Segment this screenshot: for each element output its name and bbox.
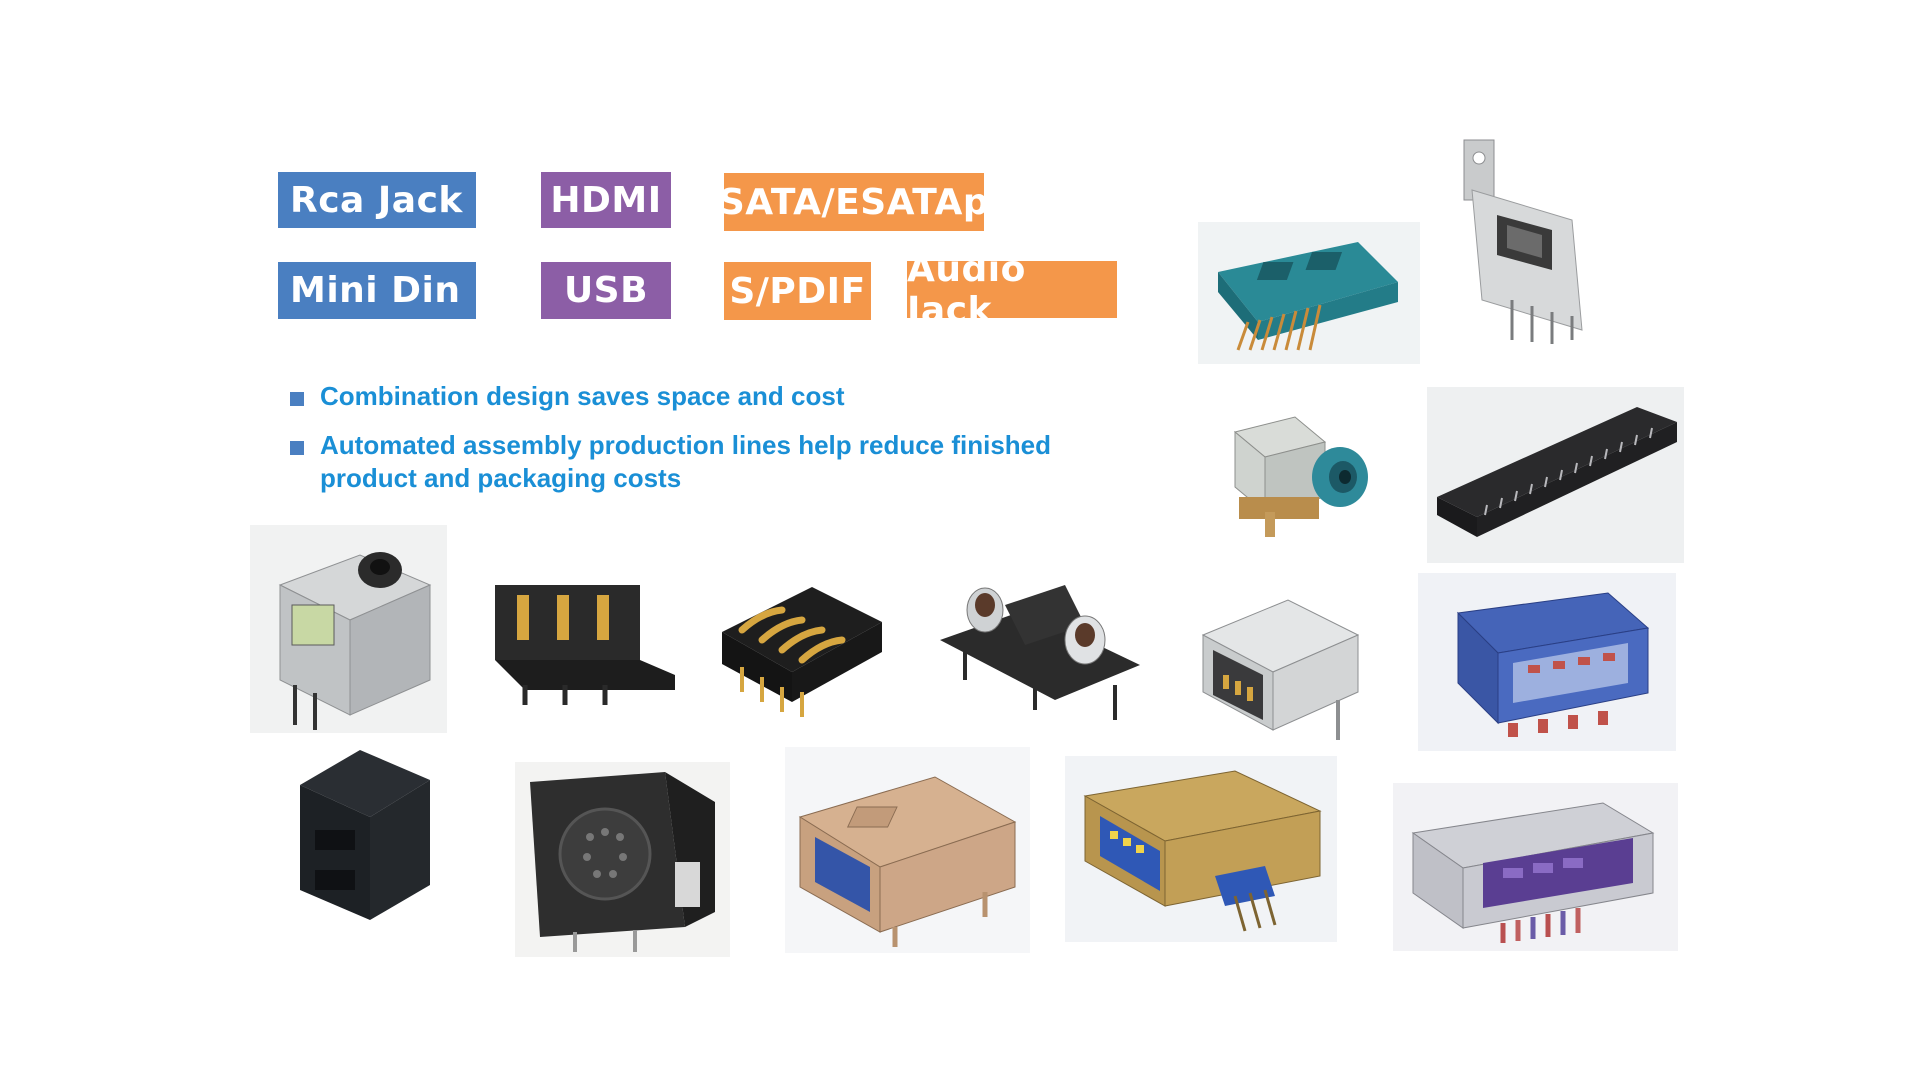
tag-usb: USB (541, 262, 671, 319)
feature-item: Combination design saves space and cost (290, 380, 1110, 413)
mini-din-round-black-image (515, 762, 730, 957)
pcie-edge-connector-black-image (1427, 387, 1684, 563)
usb3-connector-blue-image (1418, 573, 1676, 751)
usb-a-connector-metal-image (1188, 580, 1373, 745)
feature-list: Combination design saves space and cost … (290, 380, 1110, 511)
tag-audio-jack: Audio Jack (907, 249, 1117, 331)
rca-jack-dual-image (935, 565, 1145, 730)
mini-din-black-square-image (290, 745, 440, 930)
tag-rca-jack: Rca Jack (278, 172, 476, 228)
esata-connector-purple-image (1393, 783, 1678, 951)
tag-mini-din: Mini Din (278, 262, 476, 319)
usb3-connector-gold-image (1065, 756, 1337, 942)
tag-hdmi: HDMI (541, 172, 671, 228)
sata-connector-teal-image (1198, 222, 1420, 364)
audio-jack-metal-image (250, 525, 447, 733)
feature-item: Automated assembly production lines help… (290, 429, 1110, 495)
tag-sata-esatap: SATA/ESATAp (719, 173, 989, 231)
bullet-square-icon (290, 441, 304, 455)
tag-spdif: S/PDIF (724, 262, 871, 320)
audio-jack-teal-image (1225, 402, 1377, 542)
feature-text: Combination design saves space and cost (320, 381, 845, 411)
battery-connector-4pin-image (712, 572, 887, 722)
battery-connector-3pin-image (485, 575, 685, 710)
hdmi-connector-vertical-image (1452, 130, 1612, 346)
bullet-square-icon (290, 392, 304, 406)
feature-text: Automated assembly production lines help… (320, 430, 1052, 493)
usb-a-connector-tan-image (785, 747, 1030, 953)
